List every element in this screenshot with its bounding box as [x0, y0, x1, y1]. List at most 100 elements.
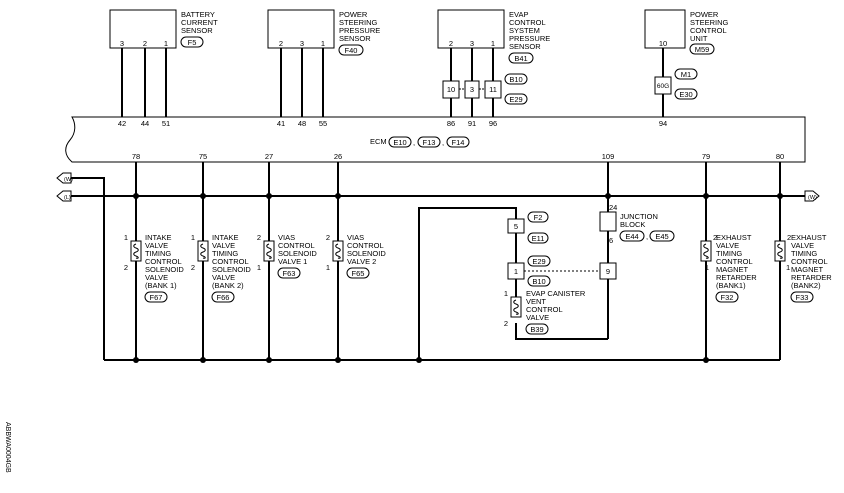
svg-text:2: 2: [279, 39, 283, 48]
svg-text:(BANK 2): (BANK 2): [212, 281, 244, 290]
evap-middle-connectors: 5 F2 E11 1 E29 B10: [507, 211, 551, 287]
svg-text:INTAKE: INTAKE: [212, 233, 239, 242]
svg-text:(BANK2): (BANK2): [791, 281, 821, 290]
svg-text:E11: E11: [532, 234, 545, 243]
svg-text:F67: F67: [150, 293, 163, 302]
svg-text:27: 27: [265, 152, 273, 161]
svg-text:CONTROL: CONTROL: [716, 257, 753, 266]
solenoid-intake-bank2: 1 2 INTAKE VALVE TIMING CONTROL SOLENOID…: [191, 233, 251, 303]
svg-text:EXHAUST: EXHAUST: [716, 233, 752, 242]
svg-text:STEERING: STEERING: [339, 18, 378, 27]
evap-inline-connector: 10 3 11 B10 E29: [442, 73, 528, 105]
svg-text:11: 11: [489, 85, 497, 94]
svg-text:1: 1: [491, 39, 495, 48]
svg-text:109: 109: [602, 152, 615, 161]
svg-text:VALVE: VALVE: [791, 241, 814, 250]
svg-text:CONTROL: CONTROL: [212, 257, 249, 266]
svg-text:TIMING: TIMING: [791, 249, 817, 258]
svg-text:2: 2: [713, 233, 717, 242]
svg-text:2: 2: [326, 233, 330, 242]
svg-text:F13: F13: [423, 138, 436, 147]
svg-text:3: 3: [470, 39, 474, 48]
svg-text:VALVE: VALVE: [526, 313, 549, 322]
svg-text:(BANK1): (BANK1): [716, 281, 746, 290]
svg-text:BATTERY: BATTERY: [181, 10, 215, 19]
svg-text:RETARDER: RETARDER: [791, 273, 832, 282]
svg-text:26: 26: [334, 152, 342, 161]
svg-text:3: 3: [120, 39, 124, 48]
svg-text:CONTROL: CONTROL: [278, 241, 315, 250]
svg-text:STEERING: STEERING: [690, 18, 729, 27]
svg-text:79: 79: [702, 152, 710, 161]
solenoid-intake-bank1: 1 2 INTAKE VALVE TIMING CONTROL SOLENOID…: [124, 233, 184, 303]
svg-text:SOLENOID: SOLENOID: [145, 265, 184, 274]
svg-text:PRESSURE: PRESSURE: [339, 26, 380, 35]
svg-text:F63: F63: [283, 269, 296, 278]
svg-text:EXHAUST: EXHAUST: [791, 233, 827, 242]
svg-text:3: 3: [300, 39, 304, 48]
svg-text:1: 1: [191, 233, 195, 242]
svg-text:F5: F5: [188, 38, 197, 47]
svg-text:CONTROL: CONTROL: [509, 18, 546, 27]
svg-text:91: 91: [468, 119, 476, 128]
connector-badge: [689, 43, 715, 55]
svg-text:48: 48: [298, 119, 306, 128]
evap-canister-vent-control-valve: 1 2 EVAP CANISTER VENT CONTROL VALVE B39: [504, 289, 586, 335]
svg-text:MAGNET: MAGNET: [716, 265, 749, 274]
svg-text:80: 80: [776, 152, 784, 161]
svg-text:B10: B10: [532, 277, 545, 286]
power-steering-pressure-sensor: POWER STEERING PRESSURE SENSOR F40 2 3 1: [267, 9, 380, 56]
junction-block: 24 6 JUNCTION BLOCK E44 , E45 9: [599, 203, 675, 280]
svg-text:VALVE: VALVE: [212, 273, 235, 282]
solenoid-vias-1: 2 1 VIAS CONTROL SOLENOID VALVE 1 F63: [257, 233, 317, 279]
svg-text:2: 2: [787, 233, 791, 242]
svg-text:B10: B10: [509, 75, 522, 84]
svg-text:1: 1: [164, 39, 168, 48]
coil-icon: [133, 243, 139, 259]
svg-text:E29: E29: [532, 257, 545, 266]
svg-text:VALVE: VALVE: [716, 241, 739, 250]
battery-current-sensor: BATTERY CURRENT SENSOR F5 3 2 1: [109, 9, 218, 49]
svg-text:E29: E29: [509, 95, 522, 104]
svg-text:E45: E45: [655, 232, 668, 241]
svg-text:1: 1: [321, 39, 325, 48]
svg-text:F40: F40: [345, 46, 358, 55]
svg-text:1: 1: [124, 233, 128, 242]
svg-text:9: 9: [606, 267, 610, 276]
svg-text:E44: E44: [625, 232, 638, 241]
svg-text:2: 2: [191, 263, 195, 272]
svg-text:PRESSURE: PRESSURE: [509, 34, 550, 43]
connector-badge: [338, 44, 364, 56]
svg-text:VIAS: VIAS: [278, 233, 295, 242]
svg-text:JUNCTION: JUNCTION: [620, 212, 658, 221]
svg-text:CONTROL: CONTROL: [690, 26, 727, 35]
lower-wires: [71, 162, 805, 361]
svg-text:CONTROL: CONTROL: [791, 257, 828, 266]
svg-text:VALVE: VALVE: [145, 241, 168, 250]
svg-text:94: 94: [659, 119, 667, 128]
svg-text:F2: F2: [534, 213, 543, 222]
svg-text:SOLENOID: SOLENOID: [278, 249, 317, 258]
svg-text:1: 1: [257, 263, 261, 272]
svg-text:EVAP CANISTER: EVAP CANISTER: [526, 289, 586, 298]
svg-text:B41: B41: [514, 54, 527, 63]
svg-text:SOLENOID: SOLENOID: [212, 265, 251, 274]
svg-text:CURRENT: CURRENT: [181, 18, 218, 27]
svg-text:POWER: POWER: [690, 10, 719, 19]
svg-text:75: 75: [199, 152, 207, 161]
svg-text:F65: F65: [352, 269, 365, 278]
coil-icon: [266, 243, 272, 259]
svg-text:VENT: VENT: [526, 297, 546, 306]
diagram-code: ABBWA0004GB: [4, 422, 11, 473]
svg-text:M59: M59: [695, 45, 710, 54]
svg-text:RETARDER: RETARDER: [716, 273, 757, 282]
svg-text:SYSTEM: SYSTEM: [509, 26, 540, 35]
psc-inline-connector: 60G M1 E30: [654, 68, 698, 100]
svg-text:CONTROL: CONTROL: [526, 305, 563, 314]
svg-text:2: 2: [124, 263, 128, 272]
svg-text:F33: F33: [796, 293, 809, 302]
svg-text:EVAP: EVAP: [509, 10, 528, 19]
svg-text:1: 1: [514, 267, 518, 276]
svg-text:2: 2: [257, 233, 261, 242]
